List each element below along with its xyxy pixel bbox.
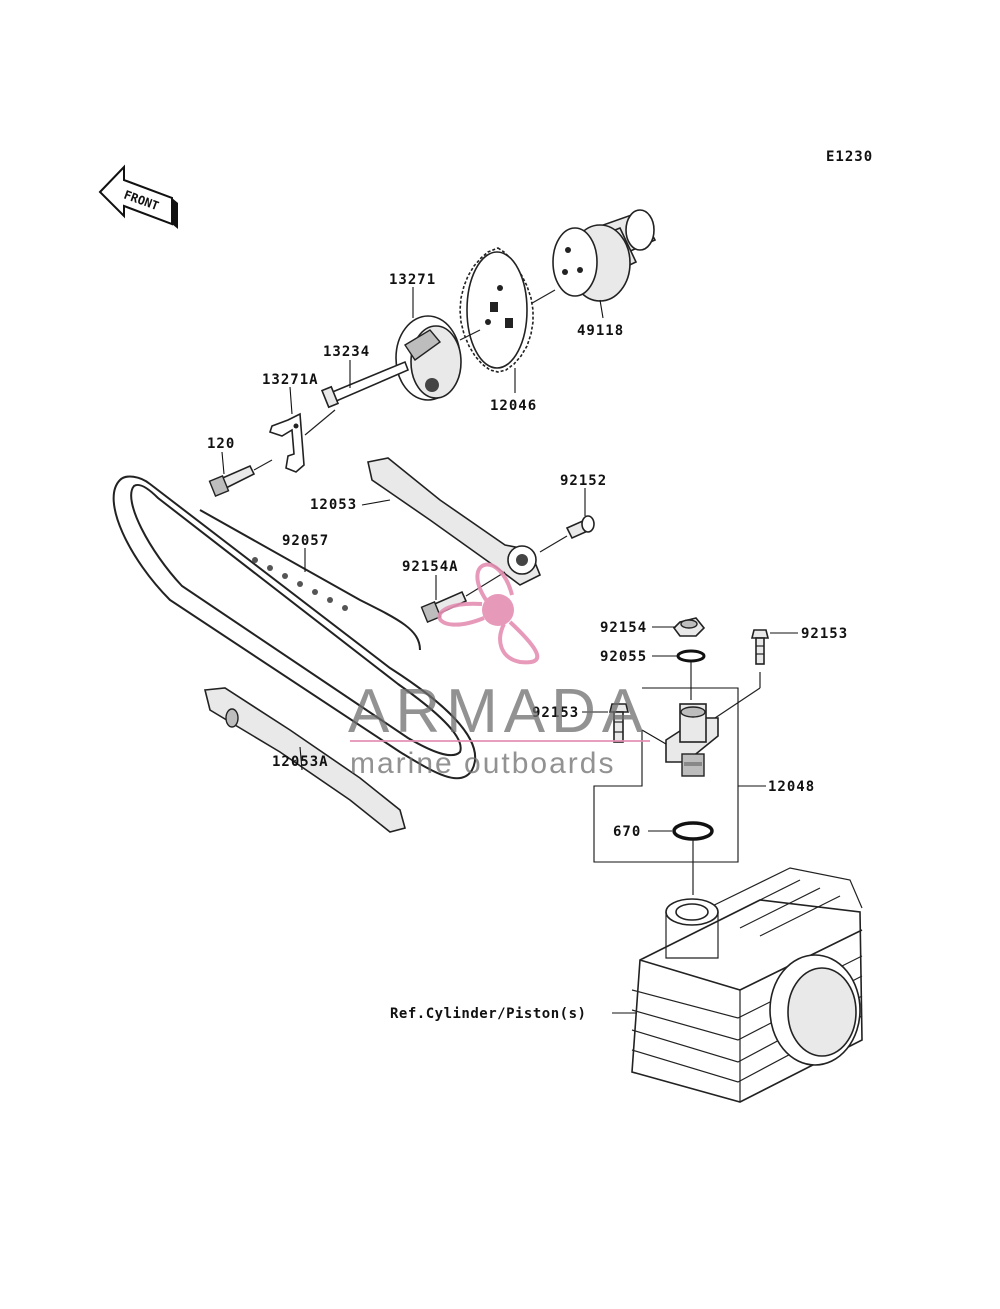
watermark-tagline: marine outboards	[350, 747, 615, 780]
watermark-brand: ARMADA	[348, 677, 649, 746]
decompressor-plate	[395, 315, 462, 401]
front-arrow-icon: FRONT	[98, 164, 178, 229]
part-label-670: 670	[613, 824, 641, 840]
chain-guide-lower	[203, 687, 406, 833]
guide-bolt-92152	[565, 515, 595, 540]
part-label-12053A: 12053A	[272, 754, 329, 770]
part-label-13271A: 13271A	[262, 372, 319, 388]
cam-chain	[112, 475, 477, 780]
cam-chain-tensioner	[665, 703, 719, 777]
decompressor-shaft	[320, 360, 410, 409]
part-label-12048: 12048	[768, 779, 815, 795]
part-label-92154: 92154	[600, 620, 647, 636]
armada-watermark: ARMADA marine outboards	[348, 562, 650, 780]
decompressor-lever	[268, 412, 305, 473]
cap-nut-92154	[672, 617, 706, 637]
part-label-92055: 92055	[600, 649, 647, 665]
part-label-92154A: 92154A	[402, 559, 459, 575]
cam-sprocket	[459, 247, 534, 373]
o-ring-670	[672, 821, 714, 841]
part-label-13271: 13271	[389, 272, 436, 288]
guide-bolt-92154A	[420, 590, 468, 623]
chain-tensioner-guide	[367, 457, 542, 586]
diagram-id: E1230	[826, 149, 873, 165]
part-label-13234: 13234	[323, 344, 370, 360]
part-label-92153-right: 92153	[801, 626, 848, 642]
reference-label: Ref.Cylinder/Piston(s)	[390, 1006, 586, 1022]
bolt-92153-right	[750, 629, 770, 665]
bolt-120	[208, 464, 256, 497]
part-label-92152: 92152	[560, 473, 607, 489]
cylinder-block	[631, 867, 863, 1103]
part-label-92153-left: 92153	[532, 705, 579, 721]
part-label-92057: 92057	[282, 533, 329, 549]
part-label-120: 120	[207, 436, 235, 452]
o-ring-92055	[676, 649, 706, 663]
propeller-logo-icon	[437, 562, 540, 665]
part-label-12053: 12053	[310, 497, 357, 513]
camshaft	[552, 209, 657, 302]
part-label-12046: 12046	[490, 398, 537, 414]
part-label-49118: 49118	[577, 323, 624, 339]
